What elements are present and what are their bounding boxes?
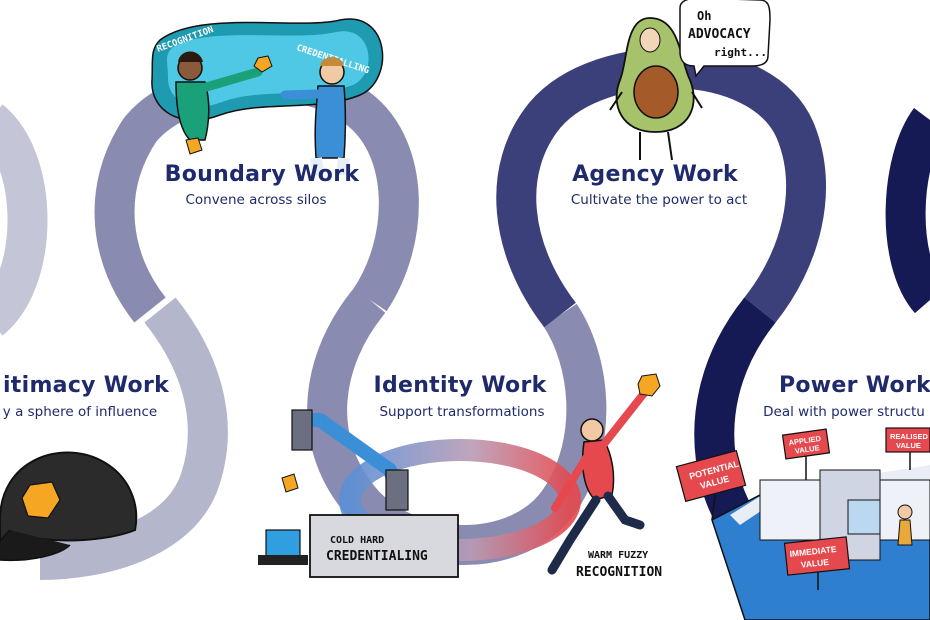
sign-potential-value: POTENTIAL VALUE [675,449,747,521]
stage-subtitle-boundary: Convene across silos [185,192,327,208]
machine-label-2: CREDENTIALING [326,549,428,564]
credentialing-machine [309,514,459,578]
sign-applied-line2: VALUE [794,443,820,455]
sign-realised-value: REALISED VALUE [885,427,930,470]
identity-transition-ring [339,439,581,561]
track-segment-right [885,108,930,314]
blue-cube [265,529,301,559]
stage-title-boundary: Boundary Work [164,162,360,187]
sign-immediate-value: IMMEDIATE VALUE [783,536,851,590]
power-illustration: POTENTIAL VALUE APPLIED VALUE REALISED V… [675,427,930,620]
person-label-1: WARM FUZZY [588,550,648,561]
speech-bubble [679,0,771,78]
boundary-illustration: RECOGNITION CREDENTIALLING [151,18,384,176]
person-label-2: RECOGNITION [576,565,662,580]
legitimacy-illustration [0,451,138,562]
speech-line-2: ADVOCACY [688,27,751,42]
speech-line-3: right... [714,46,767,59]
stage-subtitle-power: Deal with power structu [763,404,925,420]
stage-title-power: Power Work [778,373,930,398]
cap-icon [0,451,138,547]
sign-immediate-line2: VALUE [800,557,829,570]
sign-immediate-line1: IMMEDIATE [789,544,837,559]
identity-illustration: COLD HARD CREDENTIALING WARM FUZZY RECOG… [258,373,662,580]
person-left-figure [175,51,273,155]
stage-subtitle-legitimacy: y a sphere of influence [2,404,158,420]
sign-applied-value: APPLIED VALUE [781,428,831,480]
stage-subtitle-agency: Cultivate the power to act [570,192,748,208]
sign-realised-line2: VALUE [896,441,921,450]
raised-badge-icon [637,373,661,397]
stage-title-legitimacy: itimacy Work [2,373,170,398]
track-segment-legitimacy-loop [39,297,228,580]
track-segment-legitimacy [0,104,48,336]
jumping-person [547,373,661,575]
stage-title-agency: Agency Work [572,162,738,187]
stage-subtitle-identity: Support transformations [379,404,545,420]
agency-illustration: Oh ADVOCACY right... [609,0,771,161]
machine-label-1: COLD HARD [330,535,384,546]
stage-title-identity: Identity Work [373,373,547,398]
speech-line-1: Oh [697,9,711,23]
cap-badge-icon [21,481,61,519]
track-segment-identity [307,287,607,565]
person-right-figure [280,57,350,176]
sign-realised-line1: REALISED [890,432,929,441]
